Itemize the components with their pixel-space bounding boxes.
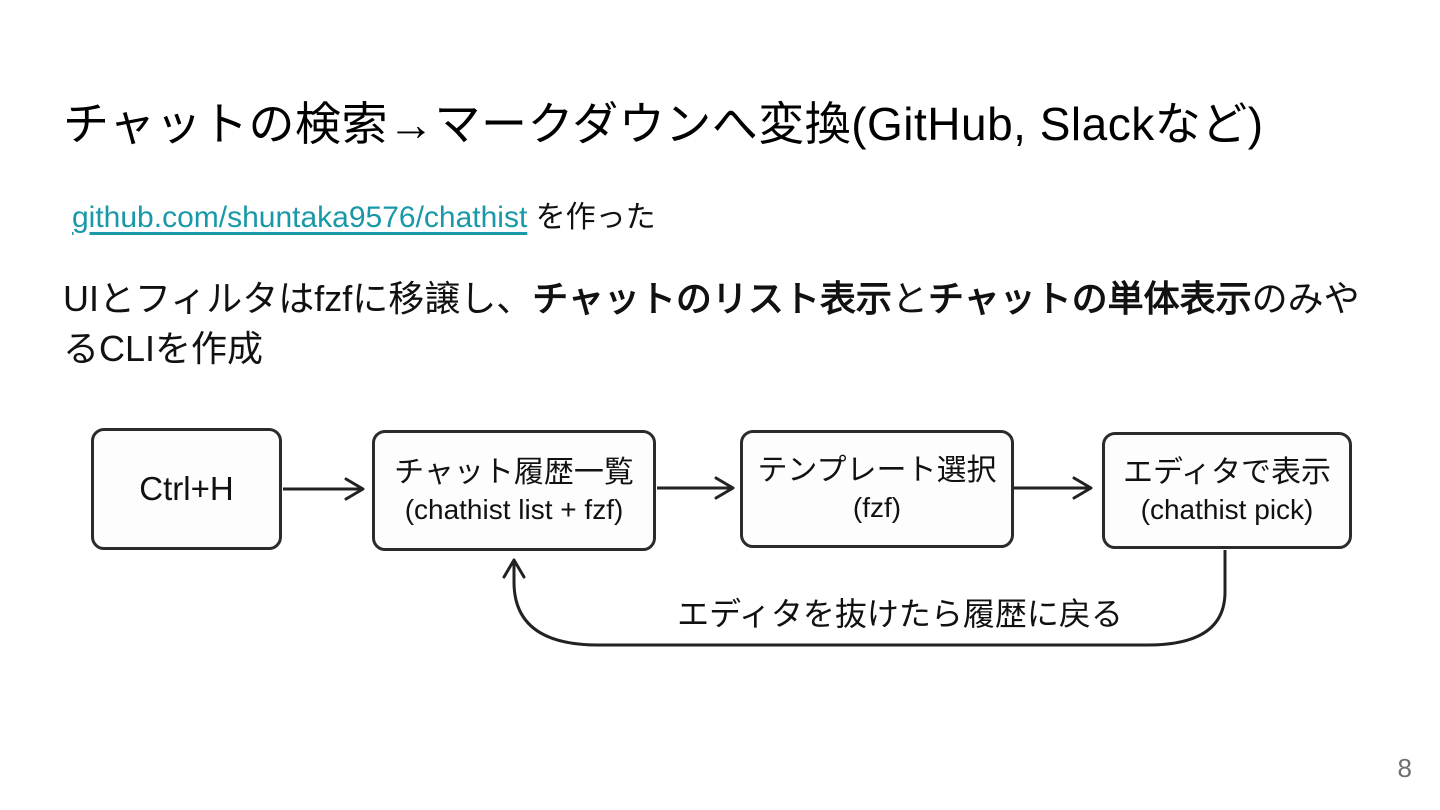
body-text: UIとフィルタはfzfに移譲し、チャットのリスト表示とチャットの単体表示のみやる… (63, 274, 1423, 374)
body-seg1: UIとフィルタはfzfに移譲し、 (63, 278, 533, 319)
page-number: 8 (1397, 753, 1412, 783)
node-sublabel: (chathist list + fzf) (404, 493, 624, 525)
body-bold-single-view: チャットの単体表示 (927, 278, 1252, 319)
node-label: チャット履歴一覧 (394, 455, 634, 489)
slide-title: チャットの検索→マークダウンへ変換(GitHub, Slackなど) (63, 98, 1264, 150)
flow-node-template-select: テンプレート選択 (fzf) (740, 430, 1014, 548)
node-label: テンプレート選択 (757, 454, 997, 488)
loop-edge-label: エディタを抜けたら履歴に戻る (677, 596, 1123, 632)
body-seg3a: のみや (1251, 278, 1360, 319)
node-label: Ctrl+H (139, 469, 234, 507)
intro-line: github.com/shuntaka9576/chathist を作った (72, 192, 656, 236)
intro-suffix: を作った (527, 201, 656, 234)
node-sublabel: (chathist pick) (1140, 493, 1314, 525)
node-label: エディタで表示 (1123, 455, 1331, 489)
flow-node-editor-view: エディタで表示 (chathist pick) (1102, 432, 1352, 549)
body-bold-list-view: チャットのリスト表示 (532, 278, 892, 319)
github-repo-link[interactable]: github.com/shuntaka9576/chathist (72, 201, 528, 234)
node-sublabel: (fzf) (852, 492, 902, 524)
flow-node-chat-history-list: チャット履歴一覧 (chathist list + fzf) (372, 430, 656, 551)
body-seg2: と (891, 278, 928, 319)
body-seg3b: るCLIを作成 (63, 328, 264, 369)
flow-node-ctrl-h: Ctrl+H (91, 428, 282, 550)
